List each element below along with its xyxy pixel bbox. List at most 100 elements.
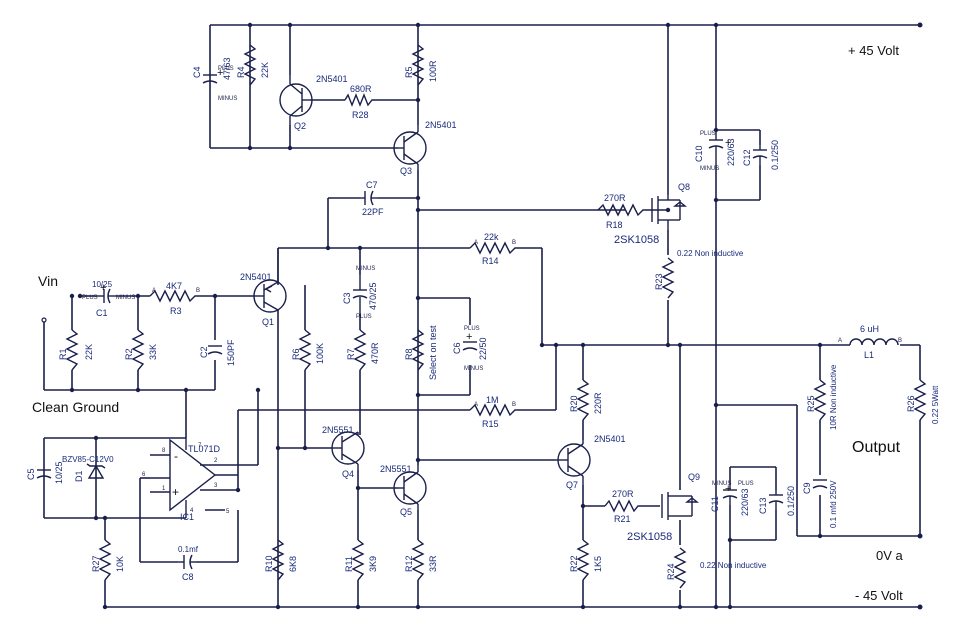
r25-value: 10R Non inductive [829, 364, 838, 430]
r8-value: Select on test [428, 325, 438, 380]
r7-value: 470R [370, 342, 380, 364]
r1-ref: R1 [58, 348, 68, 360]
r3-value: 4K7 [166, 281, 182, 291]
r18-ref: R18 [606, 220, 623, 230]
r5-ref: R5 [404, 66, 414, 78]
r4-value: 22K [260, 62, 270, 78]
r7-ref: R7 [346, 348, 356, 360]
c11-pin-minus: MINUS [712, 481, 731, 487]
r11-value: 3K9 [368, 556, 378, 572]
l1-symbol [849, 338, 899, 346]
r15-ref: R15 [482, 419, 499, 429]
r7-symbol [353, 329, 367, 371]
c12-ref: C12 [742, 149, 752, 166]
r22-ref: R22 [569, 555, 579, 572]
l1-ref: L1 [864, 350, 874, 360]
r10-ref: R10 [264, 555, 274, 572]
r5-value: 100R [428, 60, 438, 82]
c6-pin-plus: PLUS [464, 326, 480, 332]
d1-symbol [86, 463, 106, 479]
r23-value: 0.22 Non inductive [677, 249, 744, 258]
r20-ref: R20 [569, 395, 579, 412]
r25-symbol [813, 379, 827, 421]
q8-ref: Q8 [678, 182, 690, 192]
q8-symbol [651, 195, 687, 230]
c8-ref: C8 [182, 572, 194, 582]
r2-value: 33K [148, 344, 158, 360]
r6-symbol [298, 329, 312, 371]
d1-type: BZV85-C12V0 [62, 455, 114, 464]
r14-pin-b: B [512, 240, 516, 246]
r21-symbol [604, 499, 640, 513]
r6-value: 100K [315, 343, 325, 364]
r26-value: 0.22 5Watt [931, 385, 940, 424]
ic-pin-6: 6 [142, 472, 146, 478]
c1-ref: C1 [96, 308, 108, 318]
c1-pin-minus: MINUS [116, 295, 135, 301]
c6-ref: C6 [452, 342, 462, 354]
r8-symbol [411, 329, 425, 371]
q4-ref: Q4 [342, 469, 354, 479]
q7-type: 2N5401 [594, 434, 626, 444]
c13-ref: C13 [758, 497, 768, 514]
c5-ref: C5 [26, 468, 36, 480]
d1-ref: D1 [74, 470, 84, 482]
c3-value: 470/25 [368, 282, 378, 310]
wiring [43, 25, 921, 607]
c4-pin-minus: MINUS [218, 96, 237, 102]
l1-pin-b: B [898, 338, 902, 344]
c5-value: 10/25 [54, 461, 64, 484]
r18-symbol [597, 203, 650, 217]
r5-symbol [411, 44, 425, 86]
c4-polarity: + [217, 67, 223, 79]
r27-value: 10K [115, 556, 125, 572]
r15-symbol [469, 403, 520, 417]
negative-rail-label: - 45 Volt [855, 588, 903, 603]
q3-type: 2N5401 [425, 120, 457, 130]
r14-symbol [469, 241, 520, 255]
r10-value: 6K8 [288, 556, 298, 572]
capacitor-symbols [36, 74, 828, 570]
q7-ref: Q7 [566, 480, 578, 490]
r12-symbol [411, 539, 425, 581]
q7-symbol [555, 440, 591, 485]
c12-value: 0.1/250 [770, 140, 780, 170]
c6-pin-minus: MINUS [464, 366, 483, 372]
q3-ref: Q3 [400, 166, 412, 176]
q5-ref: Q5 [400, 507, 412, 517]
r24-symbol [673, 547, 687, 589]
c1-pin-plus: PLUS [82, 295, 98, 301]
c10-pin-plus: PLUS [700, 131, 716, 137]
r22-symbol [576, 539, 590, 581]
q2-type: 2N5401 [316, 74, 348, 84]
c8-value: 0.1mf [178, 545, 199, 554]
q3-symbol [393, 125, 427, 170]
r14-ref: R14 [482, 256, 499, 266]
c2-ref: C2 [199, 346, 209, 358]
r28-value: 680R [350, 84, 372, 94]
r3-ref: R3 [170, 306, 182, 316]
ic-pin-1: 1 [162, 486, 166, 492]
r11-symbol [351, 539, 365, 581]
c2-value: 150PF [226, 339, 236, 366]
c10-pin-minus: MINUS [700, 166, 719, 172]
c7-ref: C7 [366, 180, 378, 190]
opamp-plus-sign: + [172, 485, 179, 499]
r21-value: 270R [612, 489, 634, 499]
r14-value: 22k [484, 232, 499, 242]
ic1-type: TL071D [188, 444, 221, 454]
c9-value: 0.1 mfd 250V [829, 480, 838, 528]
ic-pin-3: 3 [214, 483, 218, 489]
transistor-symbols [253, 75, 699, 520]
q5-symbol [393, 465, 427, 510]
q9-ref: Q9 [688, 472, 700, 482]
q9-type: 2SK1058 [627, 531, 672, 543]
r2-ref: R2 [124, 348, 134, 360]
r27-symbol [98, 539, 112, 581]
c4-pin-plus: PLUS [218, 66, 234, 72]
r3-symbol [149, 289, 205, 303]
r4-symbol [243, 44, 257, 86]
r2-symbol [131, 329, 145, 371]
c11-value: 220/63 [740, 488, 750, 516]
